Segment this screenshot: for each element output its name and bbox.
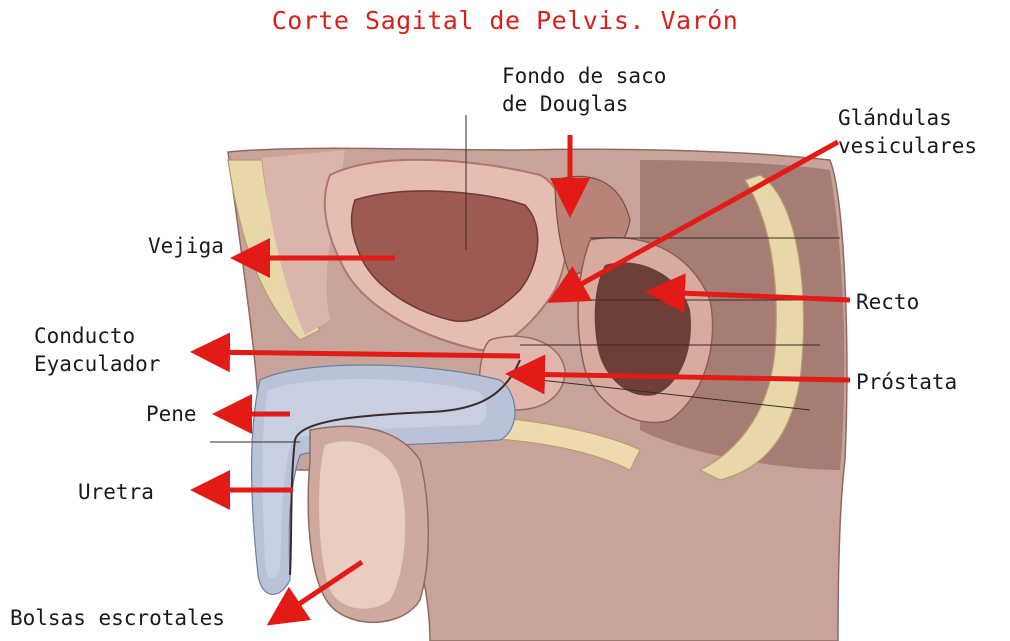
label-conducto-line1: Conducto bbox=[34, 322, 160, 350]
diagram-title: Corte Sagital de Pelvis. Varón bbox=[0, 6, 1010, 35]
label-pene: Pene bbox=[146, 400, 197, 428]
label-conducto-line2: Eyaculador bbox=[34, 350, 160, 378]
label-conducto-eyaculador: Conducto Eyaculador bbox=[34, 322, 160, 378]
label-glandulas-vesiculares: Glándulas vesiculares bbox=[838, 104, 977, 160]
label-recto: Recto bbox=[856, 288, 919, 316]
label-uretra: Uretra bbox=[78, 478, 154, 506]
label-prostata: Próstata bbox=[856, 368, 957, 396]
label-glandulas-line2: vesiculares bbox=[838, 132, 977, 160]
label-fondo-line1: Fondo de saco bbox=[502, 62, 666, 90]
label-fondo-line2: de Douglas bbox=[502, 90, 666, 118]
label-fondo-de-saco: Fondo de saco de Douglas bbox=[502, 62, 666, 118]
label-bolsas-escrotales: Bolsas escrotales bbox=[10, 604, 225, 632]
label-vejiga: Vejiga bbox=[148, 232, 224, 260]
label-glandulas-line1: Glándulas bbox=[838, 104, 977, 132]
